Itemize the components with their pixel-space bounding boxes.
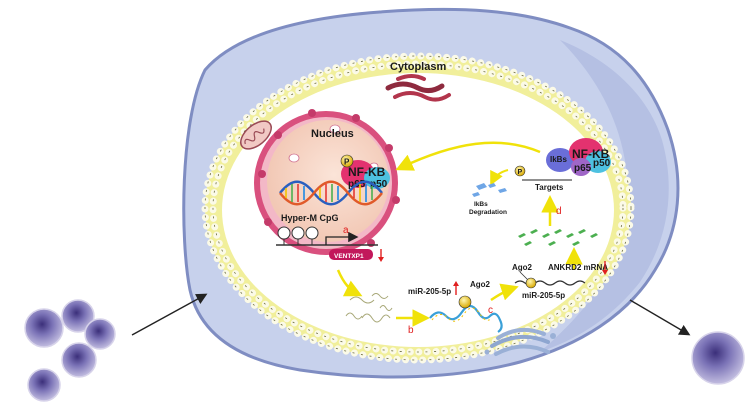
ikbs-fragments-icon xyxy=(472,183,507,197)
ventxp1-down-arrow xyxy=(378,249,384,262)
ankrd2-down-arrow xyxy=(602,261,608,275)
ikbs-label: IkBs xyxy=(550,155,567,164)
nuclear-export-arrow xyxy=(336,269,363,297)
cytoplasmic-p65-label: p65 xyxy=(574,163,592,174)
nfkb-translocation-arrow xyxy=(395,141,541,171)
step-c-label: c xyxy=(488,305,493,316)
ago2-right-label: Ago2 xyxy=(512,263,533,272)
nucleus-label: Nucleus xyxy=(311,128,354,140)
mir205-right-label: miR-205-5p xyxy=(522,291,565,300)
cytoplasmic-nfkb-label: NF-KB xyxy=(572,147,610,161)
ago2-pointer xyxy=(519,271,529,281)
protein-fragments-icon xyxy=(518,229,598,246)
ikbs-degradation-label-2: Degradation xyxy=(469,209,507,216)
degradation-phospho-label: P xyxy=(518,169,523,176)
mir205-left-label: miR-205-5p xyxy=(408,287,451,296)
step-b-label: b xyxy=(408,325,414,336)
ago2-left-ball xyxy=(458,295,472,309)
ankrd2-mrna-label: ANKRD2 mRNA xyxy=(548,263,608,272)
transcription-start-arrow xyxy=(325,231,359,245)
dna-helix-icon xyxy=(279,180,383,206)
lncrna-strands-icon xyxy=(345,293,393,323)
golgi-apparatus-icon xyxy=(484,327,556,356)
plasma-membrane-inner-line xyxy=(212,63,624,353)
tumor-cell-cluster-icon xyxy=(24,299,116,402)
ikbs-degradation-label-1: IkBs xyxy=(474,201,488,208)
ago2-left-label: Ago2 xyxy=(470,280,491,289)
targets-label: Targets xyxy=(535,183,564,192)
progression-arrow-right xyxy=(629,299,691,336)
nuclear-nfkb-label: NF-KB xyxy=(348,165,386,179)
ago2-right-ball xyxy=(525,277,537,289)
hyper-m-cpg-label: Hyper-M CpG xyxy=(281,213,339,223)
ikbs-degradation-group: P IkBs Degradation xyxy=(469,165,526,216)
nuclear-p50-label: p50 xyxy=(370,179,388,190)
nuclear-phospho-label: P xyxy=(344,158,350,167)
mitochondrion-icon xyxy=(240,120,272,150)
ventxp1-badge xyxy=(329,249,373,260)
mir205-up-arrow xyxy=(453,281,459,295)
cytoplasm-label: Cytoplasm xyxy=(390,61,446,73)
cpg-lollipops xyxy=(277,226,319,245)
cytoplasmic-nfkb-complex: IkBs NF-KB p65 p50 xyxy=(546,138,611,176)
step-a-label: a xyxy=(343,225,349,236)
cytoplasmic-p50-label: p50 xyxy=(593,158,611,169)
ventxp1-label: VENTXP1 xyxy=(334,253,364,260)
progression-arrow-left xyxy=(131,293,208,336)
step-d-label: d xyxy=(556,206,562,217)
endoplasmic-reticulum-icon xyxy=(385,74,451,102)
cell-body-shade xyxy=(540,40,669,352)
step-c-arrow xyxy=(490,283,519,302)
single-tumor-cell-icon xyxy=(691,331,745,385)
plasma-membrane-outer-line xyxy=(204,55,632,361)
